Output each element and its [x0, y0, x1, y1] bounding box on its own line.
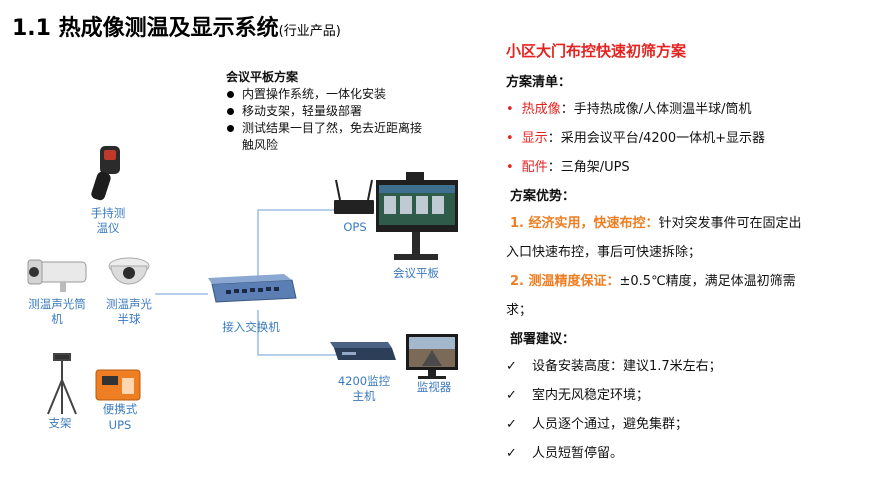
- tablet-bullets: 内置操作系统，一体化安装 移动支架，轻量级部署 测试结果一目了然，免去近距离接触…: [224, 86, 424, 154]
- check-item: ✓室内无风稳定环境；: [506, 384, 866, 403]
- check-item: ✓人员短暂停留。: [506, 442, 866, 461]
- label-host-a: 4200监控: [334, 374, 394, 389]
- tablet-bullet: 内置操作系统，一体化安装: [224, 86, 424, 103]
- label-ops: OPS: [338, 220, 372, 235]
- list-heading: 方案清单：: [506, 71, 866, 90]
- nvr-host-icon: [330, 342, 396, 360]
- check-icon: ✓: [506, 446, 532, 461]
- advantage-2-key: 2. 测温精度保证：: [510, 274, 620, 289]
- label-panel: 会议平板: [380, 266, 452, 281]
- conference-panel-icon: [376, 172, 458, 260]
- label-bullet-camera: 测温声光筒机: [28, 297, 86, 327]
- list-item-value: ：三角架/UPS: [548, 160, 630, 175]
- label-monitor: 监视器: [408, 380, 460, 395]
- list-item-value: ：采用会议平台/4200一体机+显示器: [548, 131, 765, 146]
- advantage-1: 1. 经济实用，快速布控：针对突发事件可在固定出: [510, 212, 866, 231]
- list-item-key: 配件: [522, 160, 548, 175]
- check-icon: ✓: [506, 359, 532, 374]
- check-icon: ✓: [506, 417, 532, 432]
- handheld-thermometer-icon: [90, 146, 120, 201]
- advantage-2: 2. 测温精度保证：±0.5℃精度，满足体温初筛需: [510, 270, 866, 289]
- check-item: ✓设备安装高度：建议1.7米左右；: [506, 355, 866, 374]
- label-tripod: 支架: [40, 416, 80, 431]
- advantage-1-text: 针对突发事件可在固定出: [659, 216, 802, 231]
- advantage-2-text: ±0.5℃精度，满足体温初筛需: [620, 274, 796, 289]
- advantage-1-key: 1. 经济实用，快速布控：: [510, 216, 659, 231]
- list-item-key: 热成像: [522, 102, 561, 117]
- check-item: ✓人员逐个通过，避免集群；: [506, 413, 866, 432]
- bullet-camera-icon: [28, 260, 86, 292]
- advantage-2-cont: 求；: [506, 299, 866, 318]
- tablet-bullet: 移动支架，轻量级部署: [224, 103, 424, 120]
- ops-box-icon: [334, 180, 374, 214]
- label-ups-b: UPS: [94, 418, 146, 433]
- network-switch-icon: [208, 274, 296, 302]
- solution-panel: 小区大门布控快速初筛方案 方案清单： •热成像：手持热成像/人体测温半球/筒机 …: [506, 40, 866, 471]
- tripod-icon: [48, 354, 76, 414]
- tablet-title: 会议平板方案: [226, 68, 298, 85]
- list-item: •配件：三角架/UPS: [506, 156, 866, 175]
- list-item: •热成像：手持热成像/人体测温半球/筒机: [506, 98, 866, 117]
- label-ups-a: 便携式: [94, 402, 146, 417]
- line-switch-ops: [258, 210, 340, 283]
- advantage-1-cont: 入口快速布控，事后可快速拆除；: [506, 241, 866, 260]
- solution-title: 小区大门布控快速初筛方案: [506, 40, 866, 61]
- advantage-heading: 方案优势：: [510, 185, 866, 204]
- dome-camera-icon: [109, 258, 149, 284]
- label-dome-camera: 测温声光半球: [104, 297, 154, 327]
- label-host-b: 主机: [334, 389, 394, 404]
- label-switch: 接入交换机: [210, 320, 292, 335]
- label-handheld: 手持测温仪: [88, 206, 128, 236]
- monitor-icon: [406, 334, 458, 379]
- portable-ups-icon: [96, 370, 140, 400]
- tablet-bullet: 测试结果一目了然，免去近距离接触风险: [224, 120, 424, 154]
- list-item-value: ：手持热成像/人体测温半球/筒机: [561, 102, 752, 117]
- check-icon: ✓: [506, 388, 532, 403]
- list-item-key: 显示: [522, 131, 548, 146]
- list-item: •显示：采用会议平台/4200一体机+显示器: [506, 127, 866, 146]
- deploy-heading: 部署建议：: [510, 328, 866, 347]
